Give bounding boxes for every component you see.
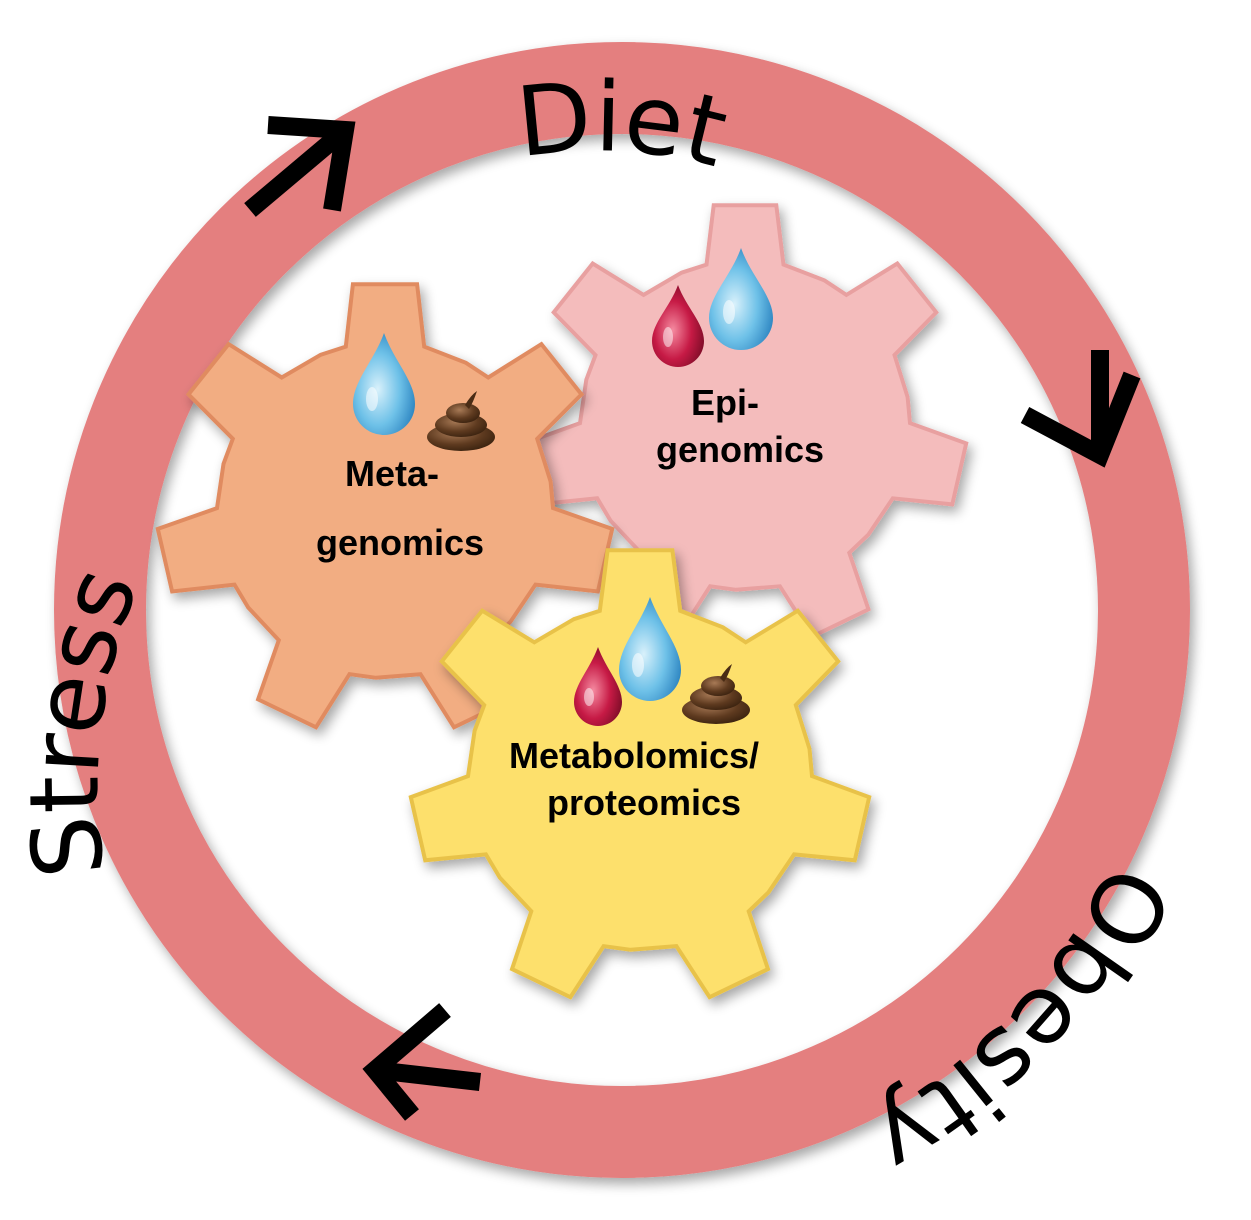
stool-icon bbox=[682, 664, 750, 724]
cycle-arrow-bottom-left bbox=[362, 1003, 482, 1121]
gear-epigenomics-label-line2: genomics bbox=[656, 429, 824, 470]
gear-metabolomics-label-line2: proteomics bbox=[547, 782, 741, 823]
gear-metagenomics-label-line1: Meta- bbox=[345, 453, 439, 494]
gear-metabolomics: Metabolomics/ proteomics bbox=[408, 548, 872, 1000]
gear-metabolomics-body bbox=[408, 548, 872, 1000]
cycle-arrow-right bbox=[1020, 350, 1141, 468]
gear-metagenomics: Meta- genomics bbox=[155, 282, 615, 730]
cycle-arrow-top-left bbox=[244, 116, 356, 217]
blood-drop-icon bbox=[652, 285, 704, 367]
gear-metagenomics-label-line2: genomics bbox=[316, 522, 484, 563]
gear-epigenomics-label-line1: Epi- bbox=[691, 382, 759, 423]
water-drop-icon bbox=[619, 597, 681, 701]
water-drop-icon bbox=[709, 248, 773, 350]
blood-drop-icon bbox=[574, 647, 622, 726]
gear-metabolomics-label-line1: Metabolomics/ bbox=[509, 735, 759, 776]
gear-epigenomics-body bbox=[521, 203, 969, 640]
stool-icon bbox=[427, 391, 495, 451]
gear-epigenomics: Epi- genomics bbox=[521, 203, 969, 640]
water-drop-icon bbox=[353, 333, 415, 435]
cycle-ring bbox=[54, 42, 1190, 1178]
